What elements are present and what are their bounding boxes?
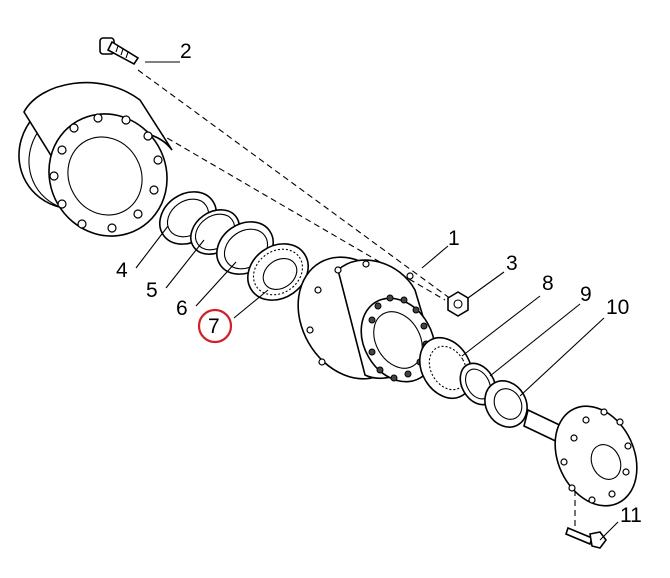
wheel-stud — [99, 37, 140, 66]
lug-nut — [447, 291, 469, 317]
callout-3: 3 — [506, 252, 518, 275]
axle-nut — [484, 380, 528, 428]
axle-shaft — [523, 405, 638, 507]
bearing-7 — [247, 243, 309, 301]
callout-6: 6 — [176, 297, 188, 320]
callout-10: 10 — [606, 296, 629, 319]
callout-9: 9 — [580, 283, 592, 306]
flange-bolt — [565, 526, 607, 549]
callout-2: 2 — [180, 40, 192, 63]
brake-drum — [18, 81, 173, 237]
callout-11: 11 — [620, 504, 642, 527]
callout-8: 8 — [542, 272, 554, 295]
highlight-circle — [197, 308, 233, 344]
bearing-8 — [418, 337, 474, 399]
callout-4: 4 — [116, 259, 128, 282]
callout-5: 5 — [146, 279, 158, 302]
callout-7: 7 — [208, 315, 220, 338]
callout-1: 1 — [448, 227, 460, 250]
leader-lines — [135, 61, 619, 541]
wheel-hub — [297, 256, 436, 383]
